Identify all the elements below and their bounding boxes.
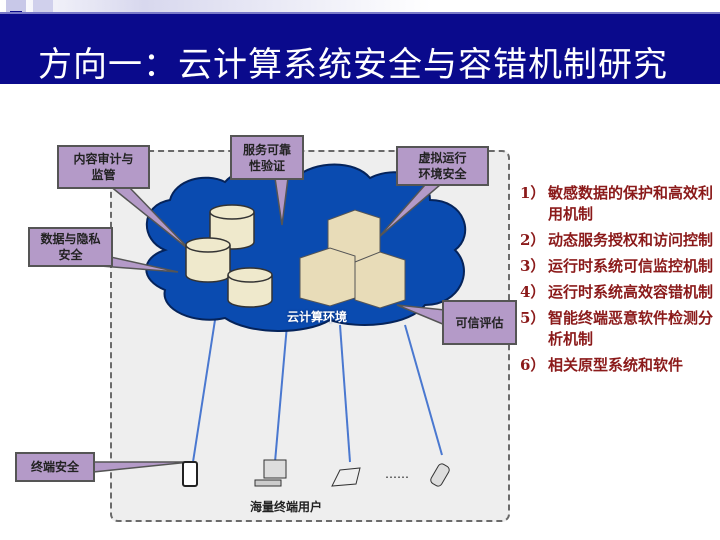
- desktop-computer-icon: [254, 459, 287, 487]
- mobile-phone-icon: [430, 463, 450, 487]
- laptop-icon: [331, 467, 361, 487]
- item-number: 5）: [520, 309, 546, 327]
- callout-tail: [92, 461, 191, 473]
- title-bar: 方向一：云计算系统安全与容错机制研究: [0, 12, 720, 85]
- connection-line: [404, 324, 443, 456]
- item-text: 智能终端恶意软件检测分析机制: [548, 309, 714, 348]
- callout-service-reliability: 服务可靠性验证: [230, 135, 304, 180]
- ellipsis: ……: [385, 467, 409, 481]
- item-number: 4）: [520, 283, 546, 301]
- item-text: 相关原型系统和软件: [548, 356, 684, 374]
- item-number: 6）: [520, 356, 546, 374]
- list-item: 4）运行时系统高效容错机制: [520, 282, 720, 303]
- corner-square: [33, 0, 53, 14]
- list-item: 3）运行时系统可信监控机制: [520, 256, 720, 277]
- slide-title: 方向一：云计算系统安全与容错机制研究: [38, 45, 668, 85]
- connection-line: [339, 324, 351, 463]
- tablet-icon: [182, 461, 198, 487]
- database-icon: [185, 204, 273, 308]
- item-number: 3）: [520, 257, 546, 275]
- callout-trust-evaluation: 可信评估: [442, 300, 517, 345]
- item-text: 动态服务授权和访问控制: [548, 231, 714, 249]
- server-icon: [299, 209, 406, 309]
- users-label: 海量终端用户: [250, 500, 323, 514]
- item-number: 1）: [520, 184, 546, 202]
- item-number: 2）: [520, 231, 546, 249]
- list-item: 1）敏感数据的保护和高效利用机制: [520, 183, 720, 225]
- list-item: 5）智能终端恶意软件检测分析机制: [520, 308, 720, 350]
- connection-line: [274, 324, 288, 463]
- callout-terminal-security: 终端安全: [15, 452, 95, 482]
- callout-virtual-env: 虚拟运行环境安全: [396, 146, 489, 186]
- corner-square: [6, 0, 26, 12]
- list-item: 6）相关原型系统和软件: [520, 355, 720, 376]
- item-text: 敏感数据的保护和高效利用机制: [548, 184, 714, 223]
- corner-decoration: [0, 0, 720, 14]
- item-text: 运行时系统高效容错机制: [548, 283, 714, 301]
- list-item: 2）动态服务授权和访问控制: [520, 230, 720, 251]
- research-items-list: 1）敏感数据的保护和高效利用机制 2）动态服务授权和访问控制 3）运行时系统可信…: [520, 183, 720, 381]
- callout-data-privacy: 数据与隐私安全: [28, 227, 113, 267]
- connection-line: [192, 319, 216, 463]
- cloud-label: 云计算环境: [287, 310, 348, 324]
- item-text: 运行时系统可信监控机制: [548, 257, 714, 275]
- callout-content-audit: 内容审计与监管: [57, 145, 150, 189]
